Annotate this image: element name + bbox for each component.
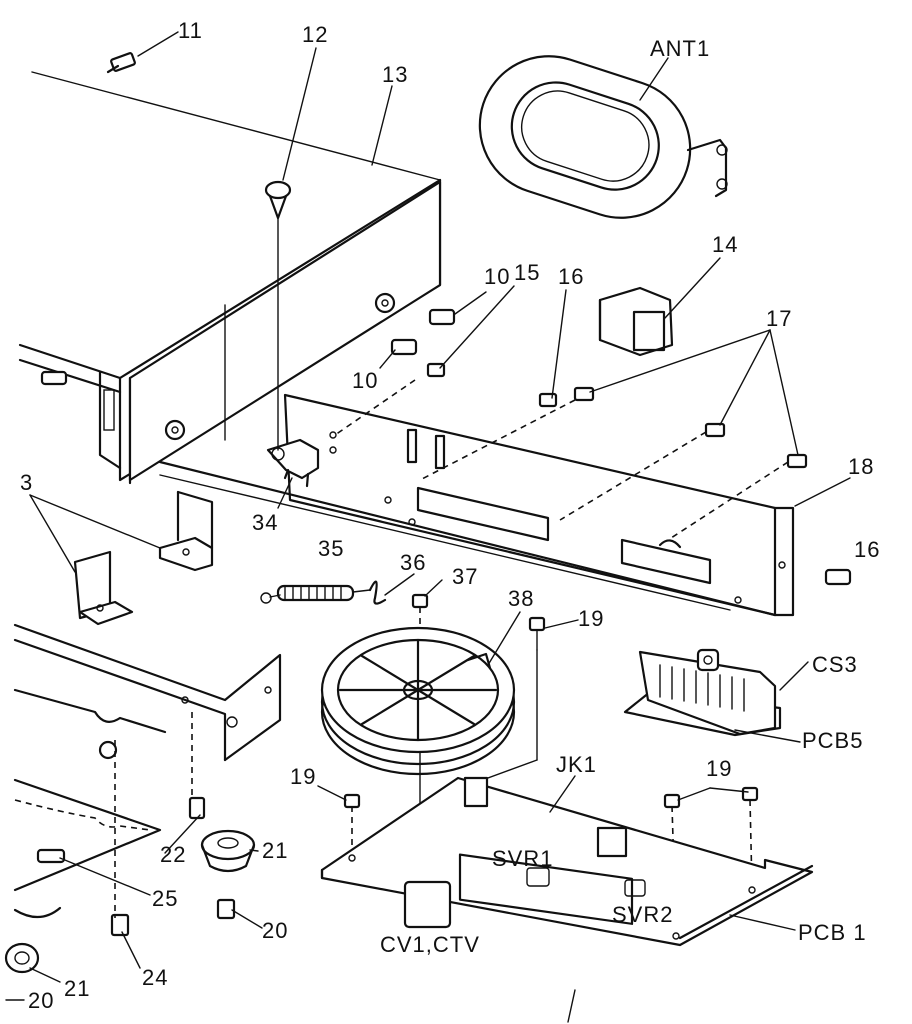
label-pcb5: PCB5 [802,728,863,753]
brackets-3 [73,490,214,626]
label-21-mid: 21 [262,838,288,863]
label-35: 35 [318,536,344,561]
pcb1 [320,776,814,947]
label-38: 38 [508,586,534,611]
foot-21 [4,829,256,974]
cs3-pcb5 [623,648,782,737]
label-ant1: ANT1 [650,36,710,61]
label-17: 17 [766,306,792,331]
label-22: 22 [160,842,186,867]
label-12: 12 [302,22,328,47]
label-jk1: JK1 [556,752,597,777]
leader-lines [29,31,851,1023]
label-37: 37 [452,564,478,589]
front-panel-18 [158,393,795,617]
label-19-left: 19 [290,764,316,789]
label-14: 14 [712,232,738,257]
label-36: 36 [400,550,426,575]
antenna-ant1 [478,55,728,219]
cabinet-13 [31,71,442,485]
spring-35 [260,580,387,605]
screws [36,52,852,937]
label-cs3: CS3 [812,652,858,677]
label-3: 3 [20,470,33,495]
label-24: 24 [142,965,168,990]
part-labels: 11 12 13 ANT1 14 10 15 16 10 17 18 3 34 … [5,18,880,1013]
label-16-right: 16 [854,537,880,562]
label-34: 34 [252,510,278,535]
switch-14 [598,286,674,357]
label-pcb1: PCB 1 [798,920,867,945]
label-13: 13 [382,62,408,87]
left-rail [18,343,122,470]
label-25: 25 [152,886,178,911]
label-10-top: 10 [484,264,510,289]
label-16-top: 16 [558,264,584,289]
label-15: 15 [514,260,540,285]
label-21-bottom: 21 [64,976,90,1001]
label-19-right: 19 [706,756,732,781]
bracket-34 [266,438,320,488]
label-svr2: SVR2 [612,902,673,927]
label-10-mid: 10 [352,368,378,393]
label-cv1-ctv: CV1,CTV [380,932,480,957]
label-19-top: 19 [578,606,604,631]
label-20-bottom: 20 [28,988,54,1013]
chassis [13,623,282,919]
label-svr1: SVR1 [492,846,553,871]
label-20-mid: 20 [262,918,288,943]
label-11: 11 [178,18,203,43]
wire-36 [368,580,387,605]
label-18: 18 [848,454,874,479]
